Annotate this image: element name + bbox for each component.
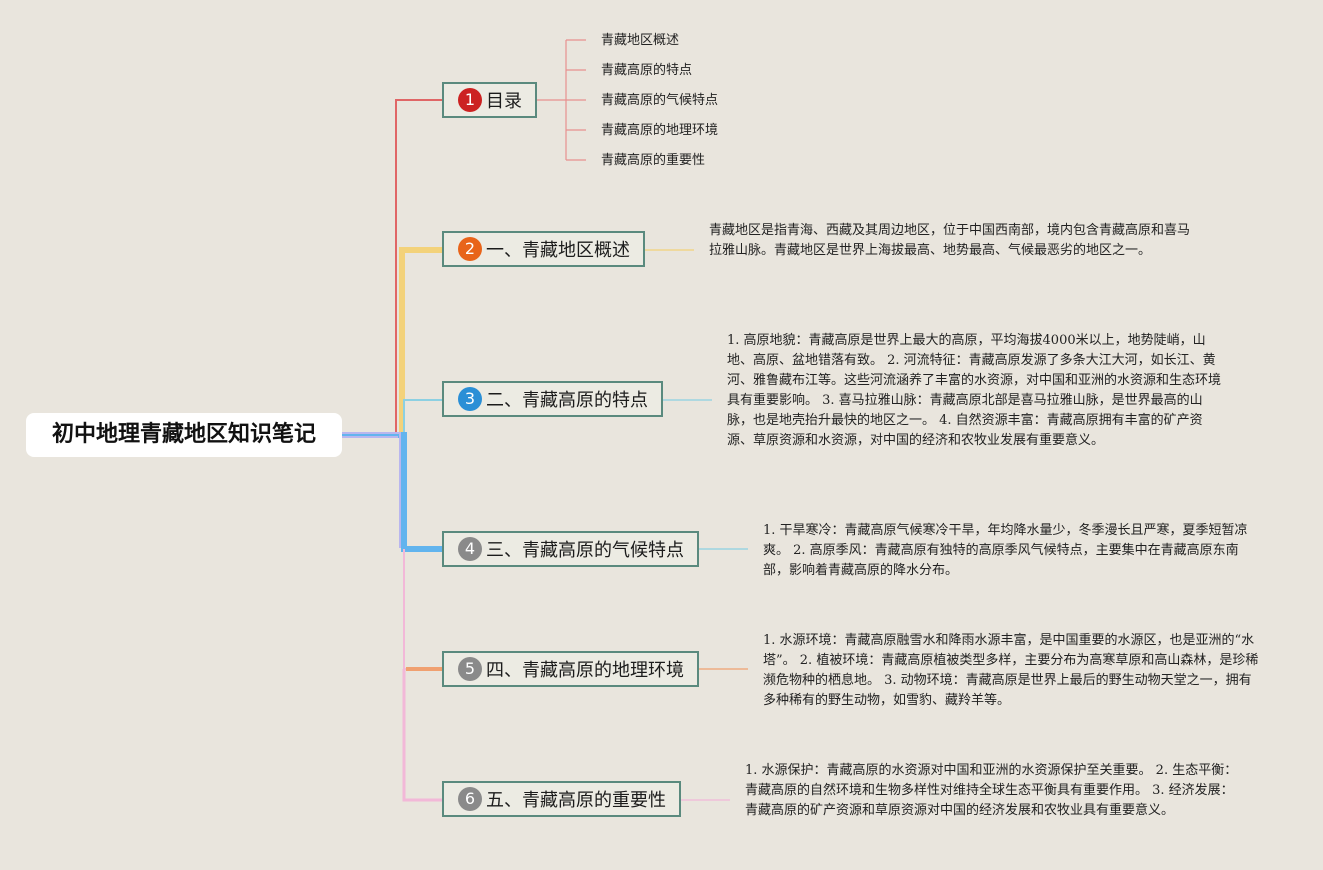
toc-connectors	[536, 39, 586, 161]
connector-branch-1	[342, 99, 444, 436]
detail-importance[interactable]: 1. 水源保护：青藏高原的水资源对中国和亚洲的水资源保护至关重要。 2. 生态平…	[745, 763, 1238, 818]
number-badge-4: 4	[458, 537, 482, 561]
number-badge-1: 1	[458, 88, 482, 112]
toc-item[interactable]: 青藏高原的气候特点	[601, 93, 719, 108]
detail-climate[interactable]: 1. 干旱寒冷：青藏高原气候寒冷干旱，年均降水量少，冬季漫长且严寒，夏季短暂凉爽…	[763, 523, 1248, 578]
toc-item[interactable]: 青藏高原的特点	[601, 63, 693, 78]
toc-item[interactable]: 青藏高原的地理环境	[601, 123, 719, 138]
branch-label: 三、青藏高原的气候特点	[486, 540, 684, 561]
branch-importance[interactable]: 6 五、青藏高原的重要性	[442, 781, 681, 817]
branch-label: 一、青藏地区概述	[486, 240, 630, 261]
branch-label: 目录	[486, 91, 522, 112]
number-badge-2: 2	[458, 237, 482, 261]
connector-branch-5	[403, 549, 444, 670]
branch-features[interactable]: 3 二、青藏高原的特点	[442, 381, 663, 417]
detail-features[interactable]: 1. 高原地貌：青藏高原是世界上最大的高原，平均海拔4000米以上，地势陡峭，山…	[727, 333, 1222, 448]
detail-environment[interactable]: 1. 水源环境：青藏高原融雪水和降雨水源丰富，是中国重要的水源区，也是亚洲的“水…	[763, 633, 1259, 708]
number-badge-5: 5	[458, 657, 482, 681]
branch-climate[interactable]: 4 三、青藏高原的气候特点	[442, 531, 699, 567]
connector-branch-3	[342, 399, 444, 436]
branch-label: 五、青藏高原的重要性	[486, 790, 666, 811]
toc-item[interactable]: 青藏地区概述	[601, 33, 680, 48]
connector-branch-6	[402, 669, 444, 802]
number-badge-6: 6	[458, 787, 482, 811]
branch-overview[interactable]: 2 一、青藏地区概述	[442, 231, 645, 267]
toc-item[interactable]: 青藏高原的重要性	[601, 153, 706, 168]
root-topic[interactable]: 初中地理青藏地区知识笔记	[26, 413, 342, 457]
connector-branch-2	[342, 247, 444, 438]
branch-toc[interactable]: 1 目录	[442, 82, 537, 118]
detail-overview[interactable]: 青藏地区是指青海、西藏及其周边地区，位于中国西南部，境内包含青藏高原和喜马拉雅山…	[709, 223, 1191, 258]
branch-label: 二、青藏高原的特点	[486, 390, 648, 411]
connector-branch-4	[342, 432, 444, 552]
number-badge-3: 3	[458, 387, 482, 411]
branch-environment[interactable]: 5 四、青藏高原的地理环境	[442, 651, 699, 687]
branch-label: 四、青藏高原的地理环境	[486, 660, 684, 681]
connector-root	[342, 432, 401, 548]
